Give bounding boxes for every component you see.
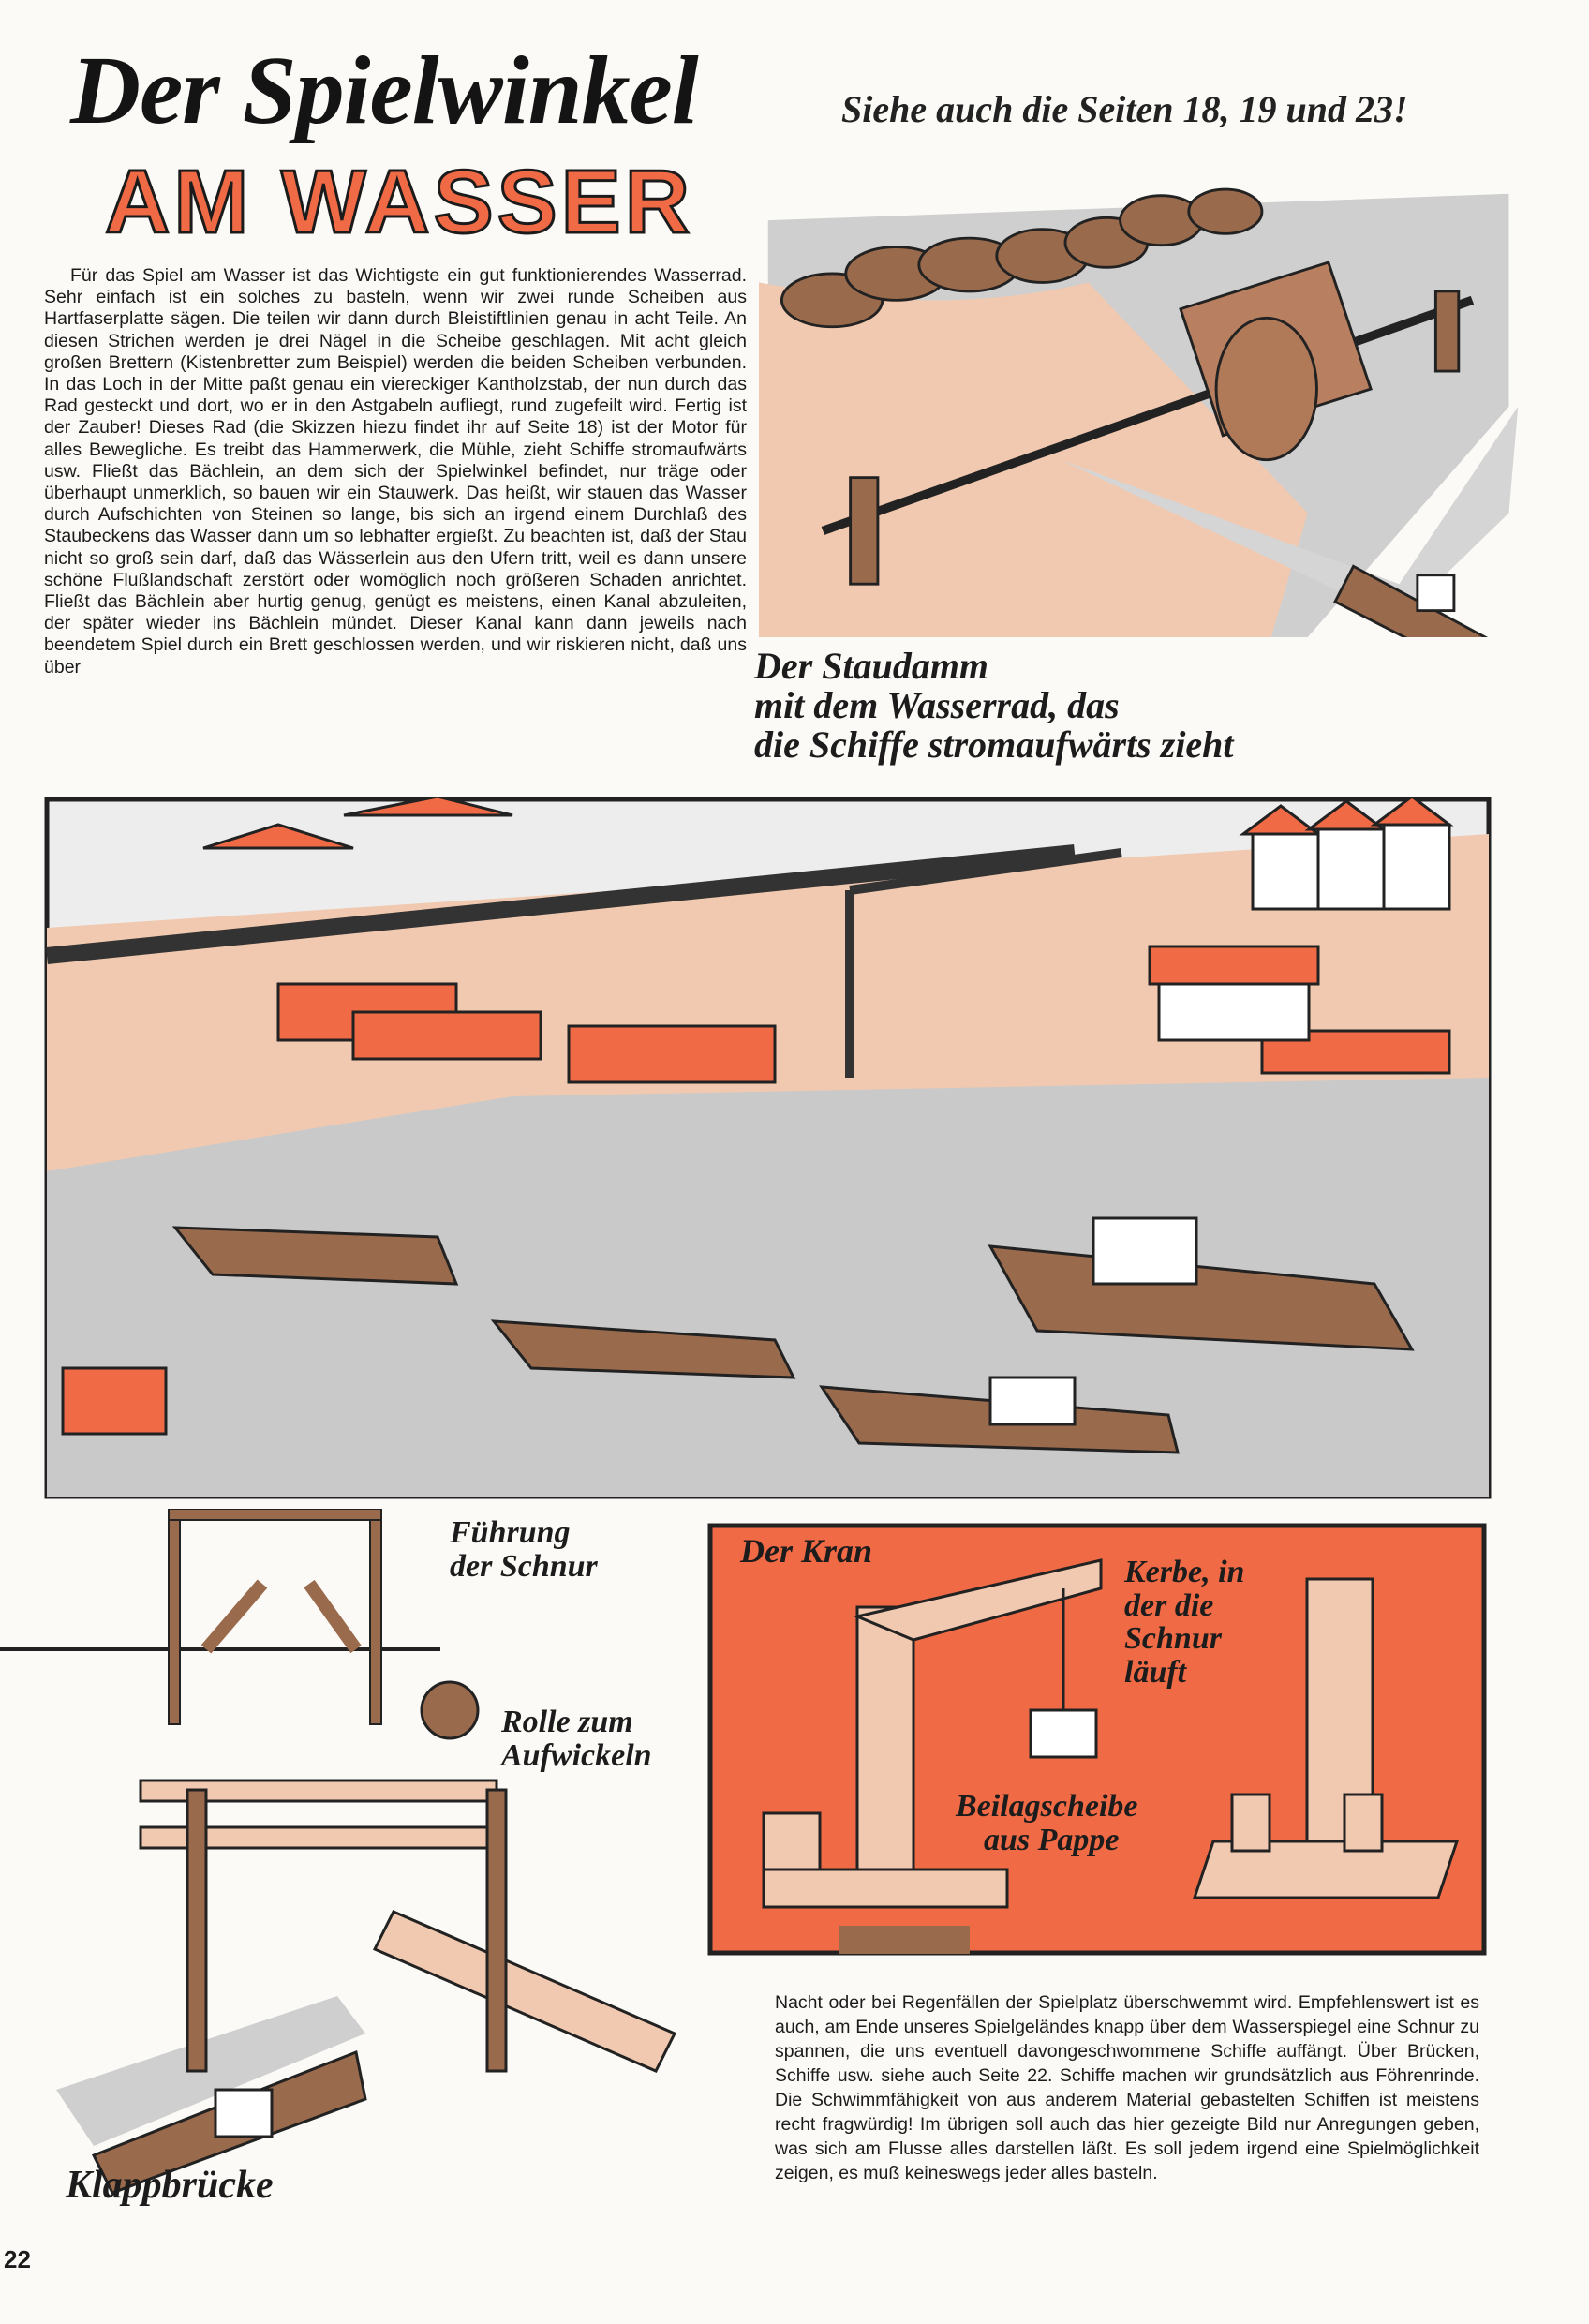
illustration-staudamm <box>759 187 1519 637</box>
caption-line: Der Staudamm <box>754 645 989 687</box>
caption-klappbruecke: Klappbrücke <box>66 2164 274 2207</box>
caption-kran: Der Kran <box>740 1532 873 1570</box>
caption-line: Schnur <box>1124 1621 1222 1657</box>
illustration-kran <box>707 1523 1487 1956</box>
illustration-klappbruecke <box>0 1509 677 2195</box>
caption-line: die Schiffe stromaufwärts zieht <box>754 723 1234 766</box>
caption-line: läuft <box>1124 1655 1187 1691</box>
title-script: Der Spielwinkel <box>70 37 699 144</box>
caption-staudamm: Der Staudamm mit dem Wasserrad, das die … <box>754 647 1234 765</box>
page-number: 22 <box>4 2245 31 2273</box>
caption-line: mit dem Wasserrad, das <box>754 684 1120 726</box>
caption-line: Führung <box>450 1515 571 1550</box>
see-also-note: Siehe auch die Seiten 18, 19 und 23! <box>841 88 1408 130</box>
caption-rolle: Rolle zum Aufwickeln <box>501 1706 652 1772</box>
caption-kerbe: Kerbe, in der die Schnur läuft <box>1124 1556 1244 1690</box>
caption-beilagscheibe: Beilagscheibe aus Pappe <box>956 1790 1138 1856</box>
caption-line: Aufwickeln <box>501 1737 652 1773</box>
illustration-harbor <box>44 797 1492 1499</box>
title-block: AM WASSER <box>103 152 694 252</box>
caption-fuehrung: Führung der Schnur <box>450 1516 598 1583</box>
caption-line: Kerbe, in <box>1124 1555 1245 1589</box>
caption-line: der Schnur <box>450 1548 598 1584</box>
main-article-text: Für das Spiel am Wasser ist das Wichtigs… <box>44 265 747 678</box>
caption-line: Beilagscheibe <box>956 1789 1138 1824</box>
caption-line: der die <box>1124 1587 1214 1623</box>
caption-line: Rolle zum <box>501 1705 633 1739</box>
caption-line: aus Pappe <box>984 1822 1120 1857</box>
bottom-article-text: Nacht oder bei Regenfällen der Spielplat… <box>775 1992 1479 2183</box>
